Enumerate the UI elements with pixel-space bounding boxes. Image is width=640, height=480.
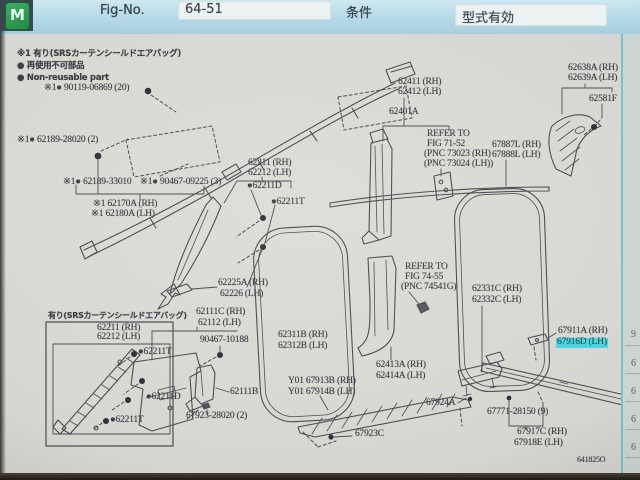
part-label-62112: 62112 (LH) [198, 318, 241, 328]
part-label-62211d: ●62211D [247, 181, 282, 191]
part-label-62111c: 62111C (RH) [196, 307, 246, 317]
validity-value: 型式有効 [462, 11, 515, 26]
inset-box-art [45, 321, 174, 447]
inset-label-62211t-btm: ●62211T [110, 415, 144, 425]
part-label-62401a: 62401A [389, 107, 419, 117]
legend-note-srs: ※1 有り(SRSカーテンシールドエアバッグ) [17, 49, 181, 59]
refer-note-1-line1: REFER TO [427, 129, 470, 139]
inset-label-62212: 62212 (LH) [97, 332, 141, 342]
legend-non-reusable-jp: ● 再使用不可部品 [17, 61, 85, 71]
front-weatherstrip-art [253, 225, 355, 423]
part-label-67911a: 67911A (RH) [558, 326, 608, 336]
figure-code: 641825O [577, 455, 606, 464]
part-label-67771-28150: 67771-28150 (9) [487, 407, 549, 417]
table-divider [625, 373, 640, 374]
step-plate-art [457, 361, 503, 404]
part-label-67924a: 67924A [426, 398, 456, 408]
table-divider [625, 345, 640, 346]
rear-rail-art [480, 332, 635, 430]
slide-weatherstrip-art [453, 187, 551, 393]
part-label-67887l: 67887L (RH) [492, 140, 541, 150]
fig-no-value: 64-51 [185, 2, 223, 17]
b-pillar-upper-art [361, 97, 450, 245]
part-label-62212: 62212 (LH) [248, 168, 292, 178]
part-label-62180a: ※1 62180A (LH) [91, 209, 155, 219]
part-label-67914b: Y01 67914B (LH) [288, 387, 356, 397]
part-label-62225a: 62225A (RH) [218, 278, 268, 288]
refer-note-2-line2: FIG 74-55 [405, 272, 444, 282]
condition-label: 条件 [346, 6, 373, 21]
part-label-90467-09225: ※1● 90467-09225 (3) [140, 177, 222, 187]
small-garnish-art [185, 364, 230, 421]
part-label-90119-06869: ※1● 90119-06869 (20) [44, 83, 130, 93]
app-logo-letter: M [10, 6, 25, 24]
legend-non-reusable-en: ● Non-reusable part [17, 73, 109, 83]
inset-label-62211d: ●62211D [146, 392, 181, 402]
photo-bottom-edge [0, 473, 640, 480]
part-label-62411: 62411 (RH) [398, 77, 442, 87]
refer-note-1-line2: FIG 71-52 [427, 139, 466, 149]
part-label-62211t: ●62211T [271, 197, 305, 207]
part-label-67918e: 67918E (LH) [514, 438, 563, 448]
part-label-62639a: 62639A (LH) [568, 73, 618, 83]
side-digit: 6 [631, 386, 636, 397]
refer-note-1-line4: (PNC 73024 (LH)) [424, 159, 494, 169]
part-label-67913b: Y01 67913B (RH) [288, 376, 356, 386]
inset-label-62211: 62211 (RH) [97, 323, 141, 333]
diagram-canvas [0, 34, 621, 474]
highlighted-part-label-67916d[interactable]: 67916D (LH) [556, 337, 608, 348]
part-label-62170a: ※1 62170A (RH) [93, 199, 158, 209]
part-label-67923-28020: 67923-28020 (2) [186, 411, 248, 421]
retainer-art [329, 159, 550, 208]
table-divider [625, 429, 640, 430]
refer-anchor-plate-art [433, 168, 454, 201]
part-label-62332c: 62332C (LH) [472, 295, 522, 305]
b-pillar-lower-art [357, 255, 397, 361]
part-label-62331c: 62331C (RH) [472, 284, 522, 294]
fig-no-label: Fig-No. [100, 3, 145, 18]
side-digit: 6 [631, 442, 636, 453]
validity-field[interactable]: 型式有効 [455, 4, 607, 26]
photo-left-edge [0, 31, 6, 480]
side-digit: 6 [631, 414, 636, 425]
rear-scuff-art [297, 393, 472, 448]
refer-clip-art [408, 291, 430, 314]
part-label-90467-10188: 90467-10188 [200, 335, 249, 345]
refer-note-2-line1: REFER TO [405, 262, 448, 272]
part-label-62638a: 62638A (RH) [568, 63, 618, 73]
part-label-67923c: 67923C [355, 429, 384, 439]
part-label-62413a: 62413A (RH) [376, 360, 426, 370]
part-label-67917c: 67917C (RH) [517, 427, 567, 437]
refer-note-1-line3: (PNC 73023 (RH) [424, 149, 491, 159]
adjacent-column-strip: 9 6 6 6 6 [621, 34, 640, 474]
cowl-wedge-art [166, 283, 218, 298]
part-label-62211: 62211 (RH) [248, 158, 292, 168]
side-digit: 6 [631, 358, 636, 369]
app-logo[interactable]: M [5, 2, 30, 30]
part-label-62189-28020: ※1● 62189-28020 (2) [17, 135, 99, 145]
side-digit: 9 [631, 329, 636, 340]
fig-no-field[interactable]: 64-51 [178, 1, 331, 20]
part-label-62189-33010: ※1● 62189-33010 [63, 177, 132, 187]
refer-note-2-line3: (PNC 74541G) [401, 282, 457, 292]
inset-label-62211t-top: ●62211T [138, 347, 172, 357]
title-bar: M Fig-No. 64-51 条件 型式有効 [0, 0, 640, 34]
curtain-airbag-art [75, 61, 416, 260]
inset-box-title: 有り(SRSカーテンシールドエアバッグ) [48, 311, 187, 320]
part-label-67888l: 67888L (LH) [492, 150, 541, 160]
table-divider [625, 401, 640, 402]
part-label-62412: 62412 (LH) [398, 87, 442, 97]
quarter-trim-art [548, 83, 613, 177]
part-label-62311b: 62311B (RH) [278, 330, 328, 340]
part-label-62226: 62226 (LH) [220, 289, 264, 299]
part-label-62312b: 62312B (LH) [278, 341, 328, 351]
part-label-62414a: 62414A (LH) [376, 371, 426, 381]
part-label-62581f: 62581F [589, 94, 617, 104]
table-divider [625, 457, 640, 458]
part-label-62111b: 62111B [230, 387, 259, 397]
